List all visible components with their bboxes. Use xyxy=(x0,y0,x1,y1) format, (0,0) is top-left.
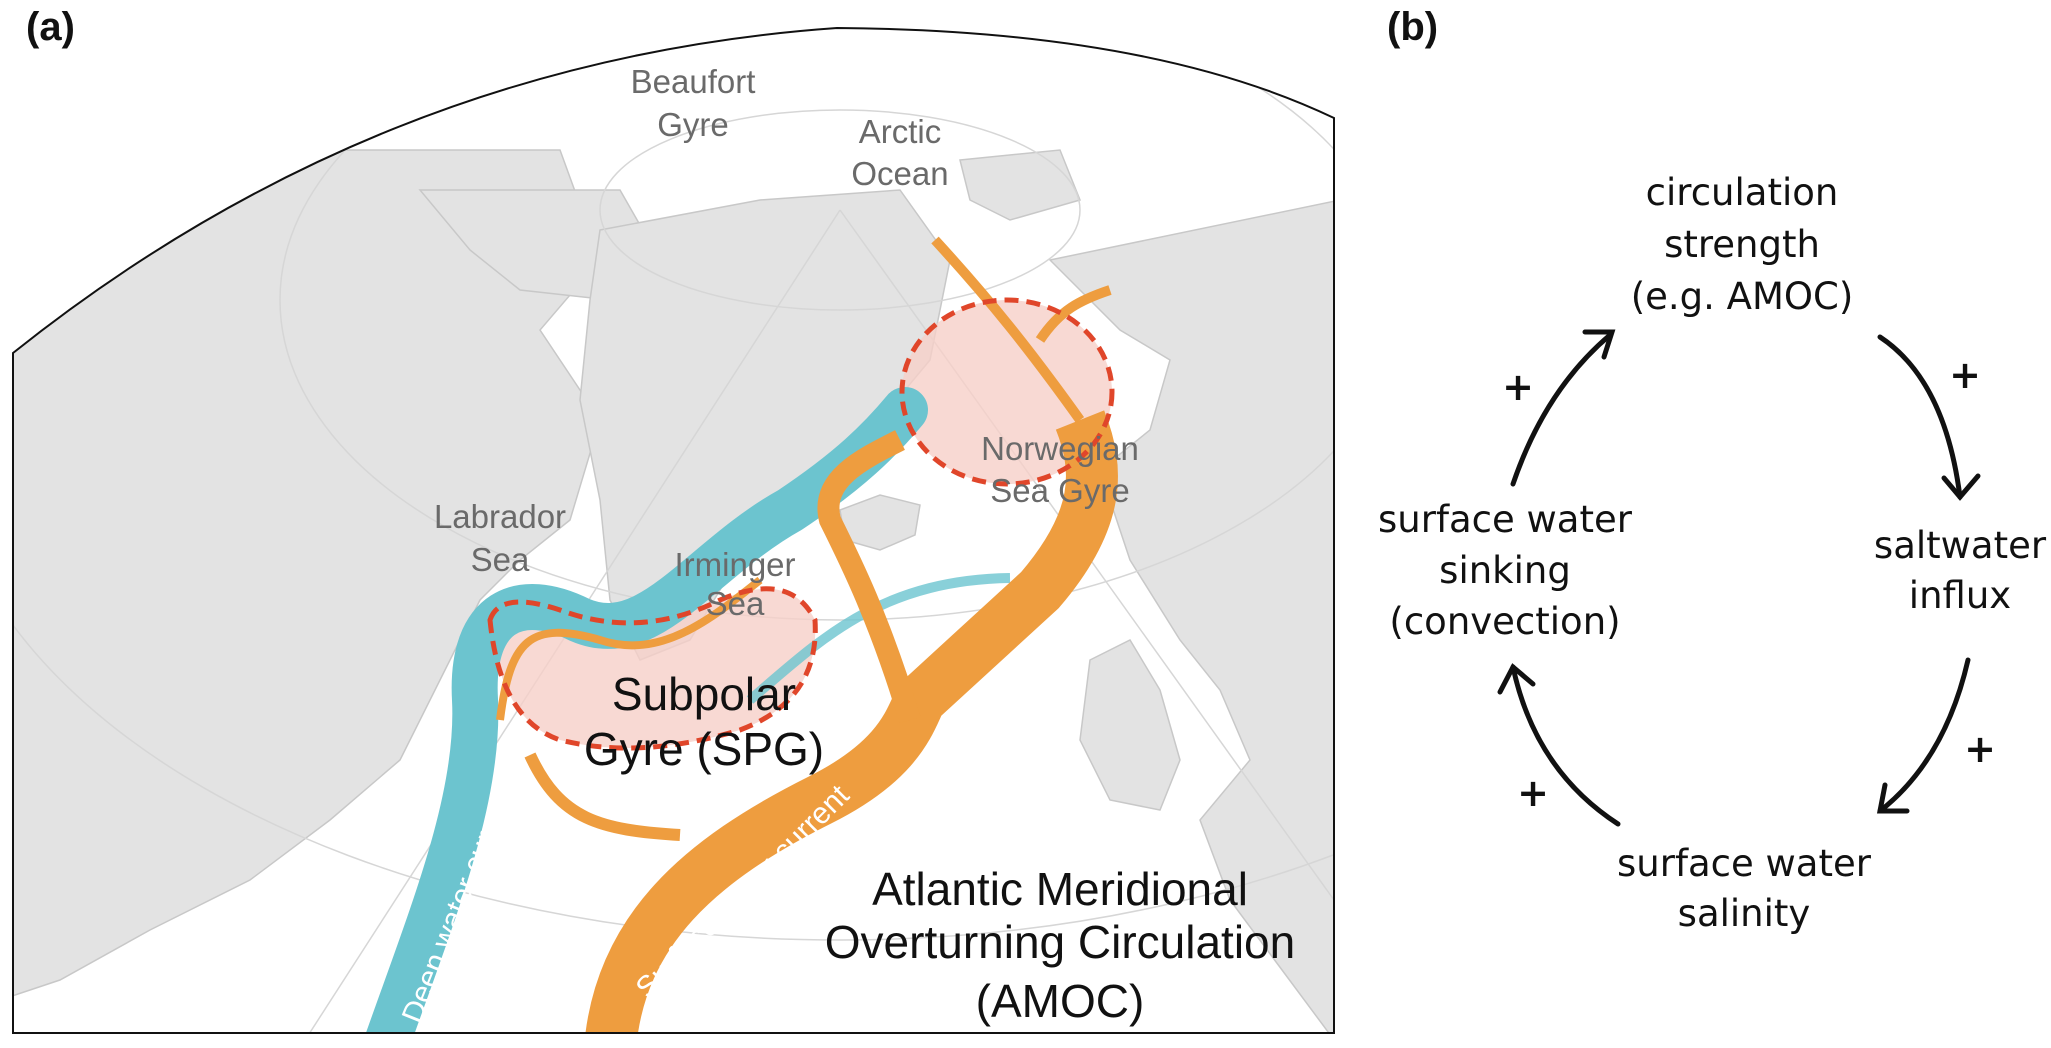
surface-current-spg-branch xyxy=(524,752,681,841)
plus-sign: + xyxy=(1949,353,1981,397)
deep-current-branch xyxy=(746,573,1011,704)
landmasses xyxy=(13,149,1334,1033)
panel-label-a: (a) xyxy=(26,5,75,49)
surface-current-branch-west xyxy=(817,430,921,724)
plus-sign: + xyxy=(1502,365,1534,409)
arrow-saltwater-to-salinity xyxy=(1877,657,1971,814)
plus-sign: + xyxy=(1964,727,1996,771)
arrow-head-1 xyxy=(1582,329,1616,360)
arrow-head-3 xyxy=(1876,782,1910,814)
surface-current-branch-north xyxy=(931,236,1112,423)
arrow-head-4 xyxy=(1497,663,1536,695)
arrow-circulation-to-saltwater xyxy=(1877,334,1963,500)
panel-label-b: (b) xyxy=(1387,5,1438,49)
arrow-sinking-to-circulation xyxy=(1510,332,1613,487)
plus-sign: + xyxy=(1517,771,1549,815)
surface-water-current xyxy=(584,410,1118,1033)
british-isles xyxy=(1079,639,1181,811)
svalbard xyxy=(959,149,1082,221)
arrow-salinity-to-sinking xyxy=(1510,664,1621,827)
arrow-head-2 xyxy=(1941,473,1981,501)
map-frame xyxy=(12,26,1335,1034)
feedback-arrows xyxy=(1497,329,1981,827)
europe xyxy=(1048,199,1334,1033)
deep-water-current xyxy=(362,387,928,1033)
norwegian-gyre-outline xyxy=(899,297,1115,487)
surface-current-spg-inner xyxy=(496,576,763,721)
spg-outline xyxy=(487,586,818,751)
